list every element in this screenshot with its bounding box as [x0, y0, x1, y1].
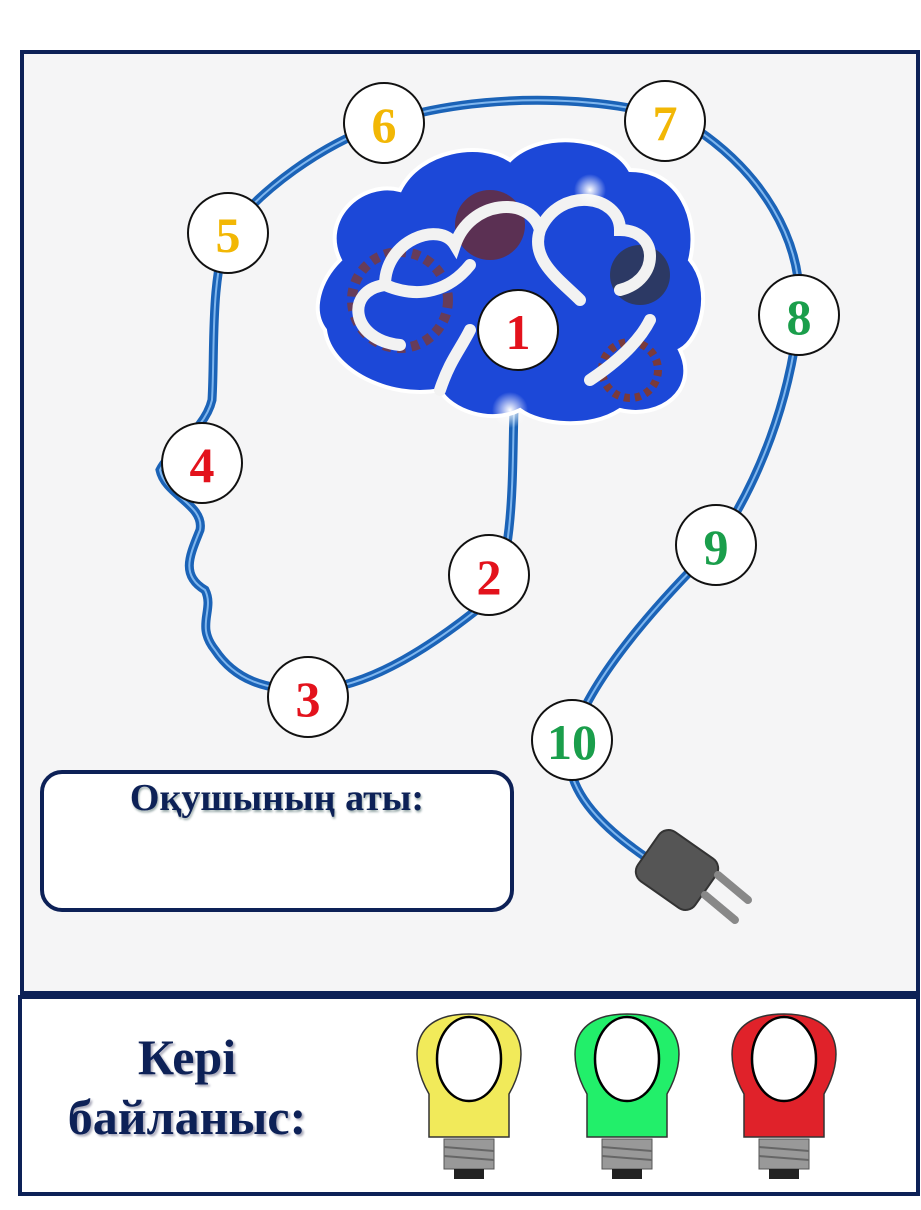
step-circle: [531, 699, 613, 781]
step-circle: [477, 289, 559, 371]
step-marker-10: 10: [531, 699, 613, 781]
head-cable-illustration: 1 2 3 4 5 6 7 8 9 10: [155, 80, 840, 924]
step-circle: [343, 82, 425, 164]
step-number: 5: [216, 207, 241, 263]
feedback-label-line1: Кері: [137, 1029, 237, 1085]
step-circle: [624, 80, 706, 162]
feedback-label-line2: байланыс:: [67, 1089, 307, 1145]
brain-icon: [315, 138, 706, 428]
step-number: 7: [653, 95, 678, 151]
step-number: 1: [506, 304, 531, 360]
lightbulb-yellow-icon[interactable]: [416, 1013, 522, 1179]
step-marker-5: 5: [187, 192, 269, 274]
step-number: 4: [190, 437, 215, 493]
step-marker-9: 9: [675, 504, 757, 586]
step-number: 6: [372, 97, 397, 153]
step-number: 3: [296, 671, 321, 727]
step-marker-3: 3: [267, 656, 349, 738]
student-name-label: Оқушының аты:: [129, 777, 425, 819]
step-marker-1: 1: [477, 289, 559, 371]
step-circle: [758, 274, 840, 356]
feedback-label: Кері байланыс:: [42, 1027, 332, 1147]
power-plug-icon: [634, 829, 752, 924]
step-circle: [267, 656, 349, 738]
bulbs: [416, 1013, 837, 1179]
step-circle: [448, 534, 530, 616]
step-marker-7: 7: [624, 80, 706, 162]
step-number: 8: [787, 289, 812, 345]
step-circle: [187, 192, 269, 274]
step-marker-4: 4: [161, 422, 243, 504]
step-circle: [675, 504, 757, 586]
step-number: 2: [477, 549, 502, 605]
step-circle: [161, 422, 243, 504]
step-marker-6: 6: [343, 82, 425, 164]
step-number: 9: [704, 519, 729, 575]
step-marker-8: 8: [758, 274, 840, 356]
student-name-field[interactable]: Оқушының аты:: [40, 770, 514, 912]
step-number: 10: [547, 714, 597, 770]
feedback-panel: Кері байланыс:: [18, 995, 920, 1196]
step-marker-2: 2: [448, 534, 530, 616]
lightbulb-green-icon[interactable]: [574, 1013, 680, 1179]
lightbulb-red-icon[interactable]: [731, 1013, 837, 1179]
